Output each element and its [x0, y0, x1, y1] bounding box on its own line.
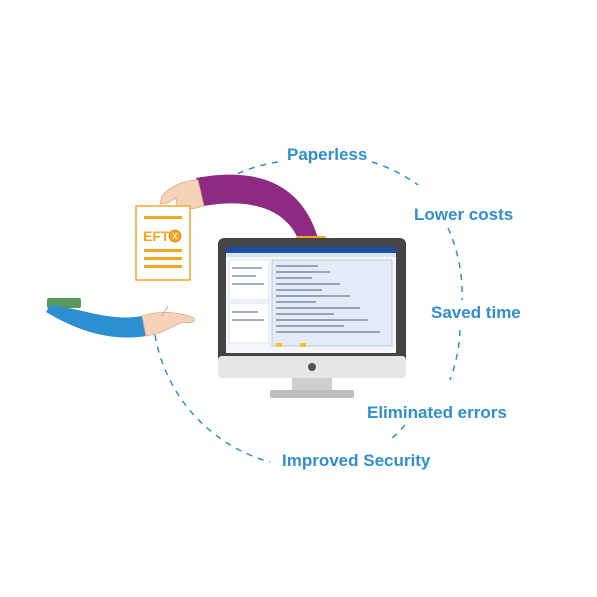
lower-palm — [141, 312, 195, 337]
upper-sleeve — [196, 174, 318, 244]
monitor — [218, 238, 406, 398]
lower-cuff — [47, 298, 81, 308]
monitor-logo-icon — [308, 363, 316, 371]
benefit-lower-costs: Lower costs — [414, 205, 514, 224]
lower-hand — [46, 298, 195, 338]
lower-sleeve — [46, 305, 146, 338]
monitor-neck — [292, 378, 332, 392]
monitor-screen — [226, 247, 396, 353]
eft-document: EFT — [135, 205, 191, 281]
monitor-stand — [270, 390, 354, 398]
benefit-saved-time: Saved time — [431, 303, 521, 322]
benefit-paperless: Paperless — [287, 145, 368, 164]
benefit-eliminated-errors: Eliminated errors — [367, 403, 507, 422]
document-label: EFT — [143, 228, 170, 244]
benefit-improved-security: Improved Security — [282, 451, 431, 470]
